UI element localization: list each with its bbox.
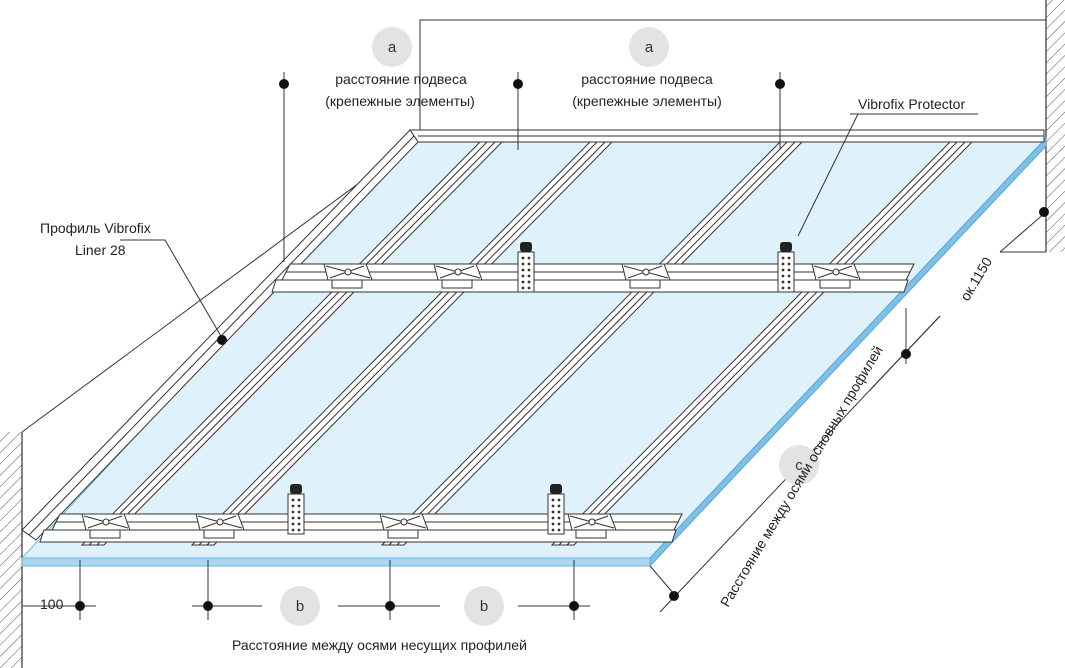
suspension-label-2-line2: (крепежные элементы) [572, 93, 721, 109]
cross-connector [567, 513, 617, 539]
dimension-dot [217, 335, 227, 345]
dimension-dot [385, 601, 395, 611]
cross-connector [195, 513, 245, 539]
cross-connector [621, 263, 671, 289]
main-profile [80, 141, 504, 546]
room-outline [21, 19, 1046, 433]
dimension-dot [901, 349, 911, 359]
svg-text:a: a [645, 39, 654, 56]
cross-connector [433, 263, 483, 289]
svg-text:b: b [296, 598, 304, 615]
svg-text:c: c [795, 457, 803, 474]
suspension-label-1-line1: расстояние подвеса [335, 71, 467, 87]
suspension-label-2-line1: расстояние подвеса [581, 71, 713, 87]
protector-label: Vibrofix Protector [858, 96, 965, 112]
dimension-dot [775, 79, 785, 89]
main-profiles [80, 141, 974, 546]
suspension-label-1-line2: (крепежные элементы) [325, 93, 474, 109]
marker-b-1: b [280, 586, 320, 626]
dimension-dot [669, 591, 679, 601]
profile-label-line2: Liner 28 [75, 242, 126, 258]
vibrofix-protector-hangers [287, 242, 795, 535]
protector-hanger [777, 242, 795, 293]
dimension-dot [75, 601, 85, 611]
dimension-dots [75, 79, 1049, 611]
cross-connector [81, 513, 131, 539]
left-wall [0, 432, 23, 668]
cross-connector [379, 513, 429, 539]
bearing-spacing-label: Расстояние между осями несущих профилей [232, 637, 527, 653]
dimension-dot [1039, 207, 1049, 217]
protector-hanger [517, 242, 535, 293]
protector-hanger [547, 484, 565, 535]
approx-1150-label: ок.1150 [957, 254, 995, 303]
right-wall [1045, 0, 1065, 252]
cross-connector [323, 263, 373, 289]
marker-a-2: a [629, 27, 669, 67]
marker-c: c [779, 445, 819, 485]
marker-b-2: b [464, 586, 504, 626]
marker-a-1: a [372, 27, 412, 67]
cross-connector [811, 263, 861, 289]
dimension-dot [513, 79, 523, 89]
dim-100-label: 100 [40, 596, 64, 612]
main-profile [190, 141, 614, 546]
svg-text:b: b [480, 598, 488, 615]
main-profile [380, 141, 804, 546]
protector-hanger [287, 484, 305, 535]
profile-label-line1: Профиль Vibrofix [40, 220, 151, 236]
cross-connectors [81, 263, 861, 539]
main-profile [550, 141, 974, 546]
svg-text:a: a [388, 39, 397, 56]
dimension-dot [203, 601, 213, 611]
dimension-dot [279, 79, 289, 89]
dimension-dot [569, 601, 579, 611]
